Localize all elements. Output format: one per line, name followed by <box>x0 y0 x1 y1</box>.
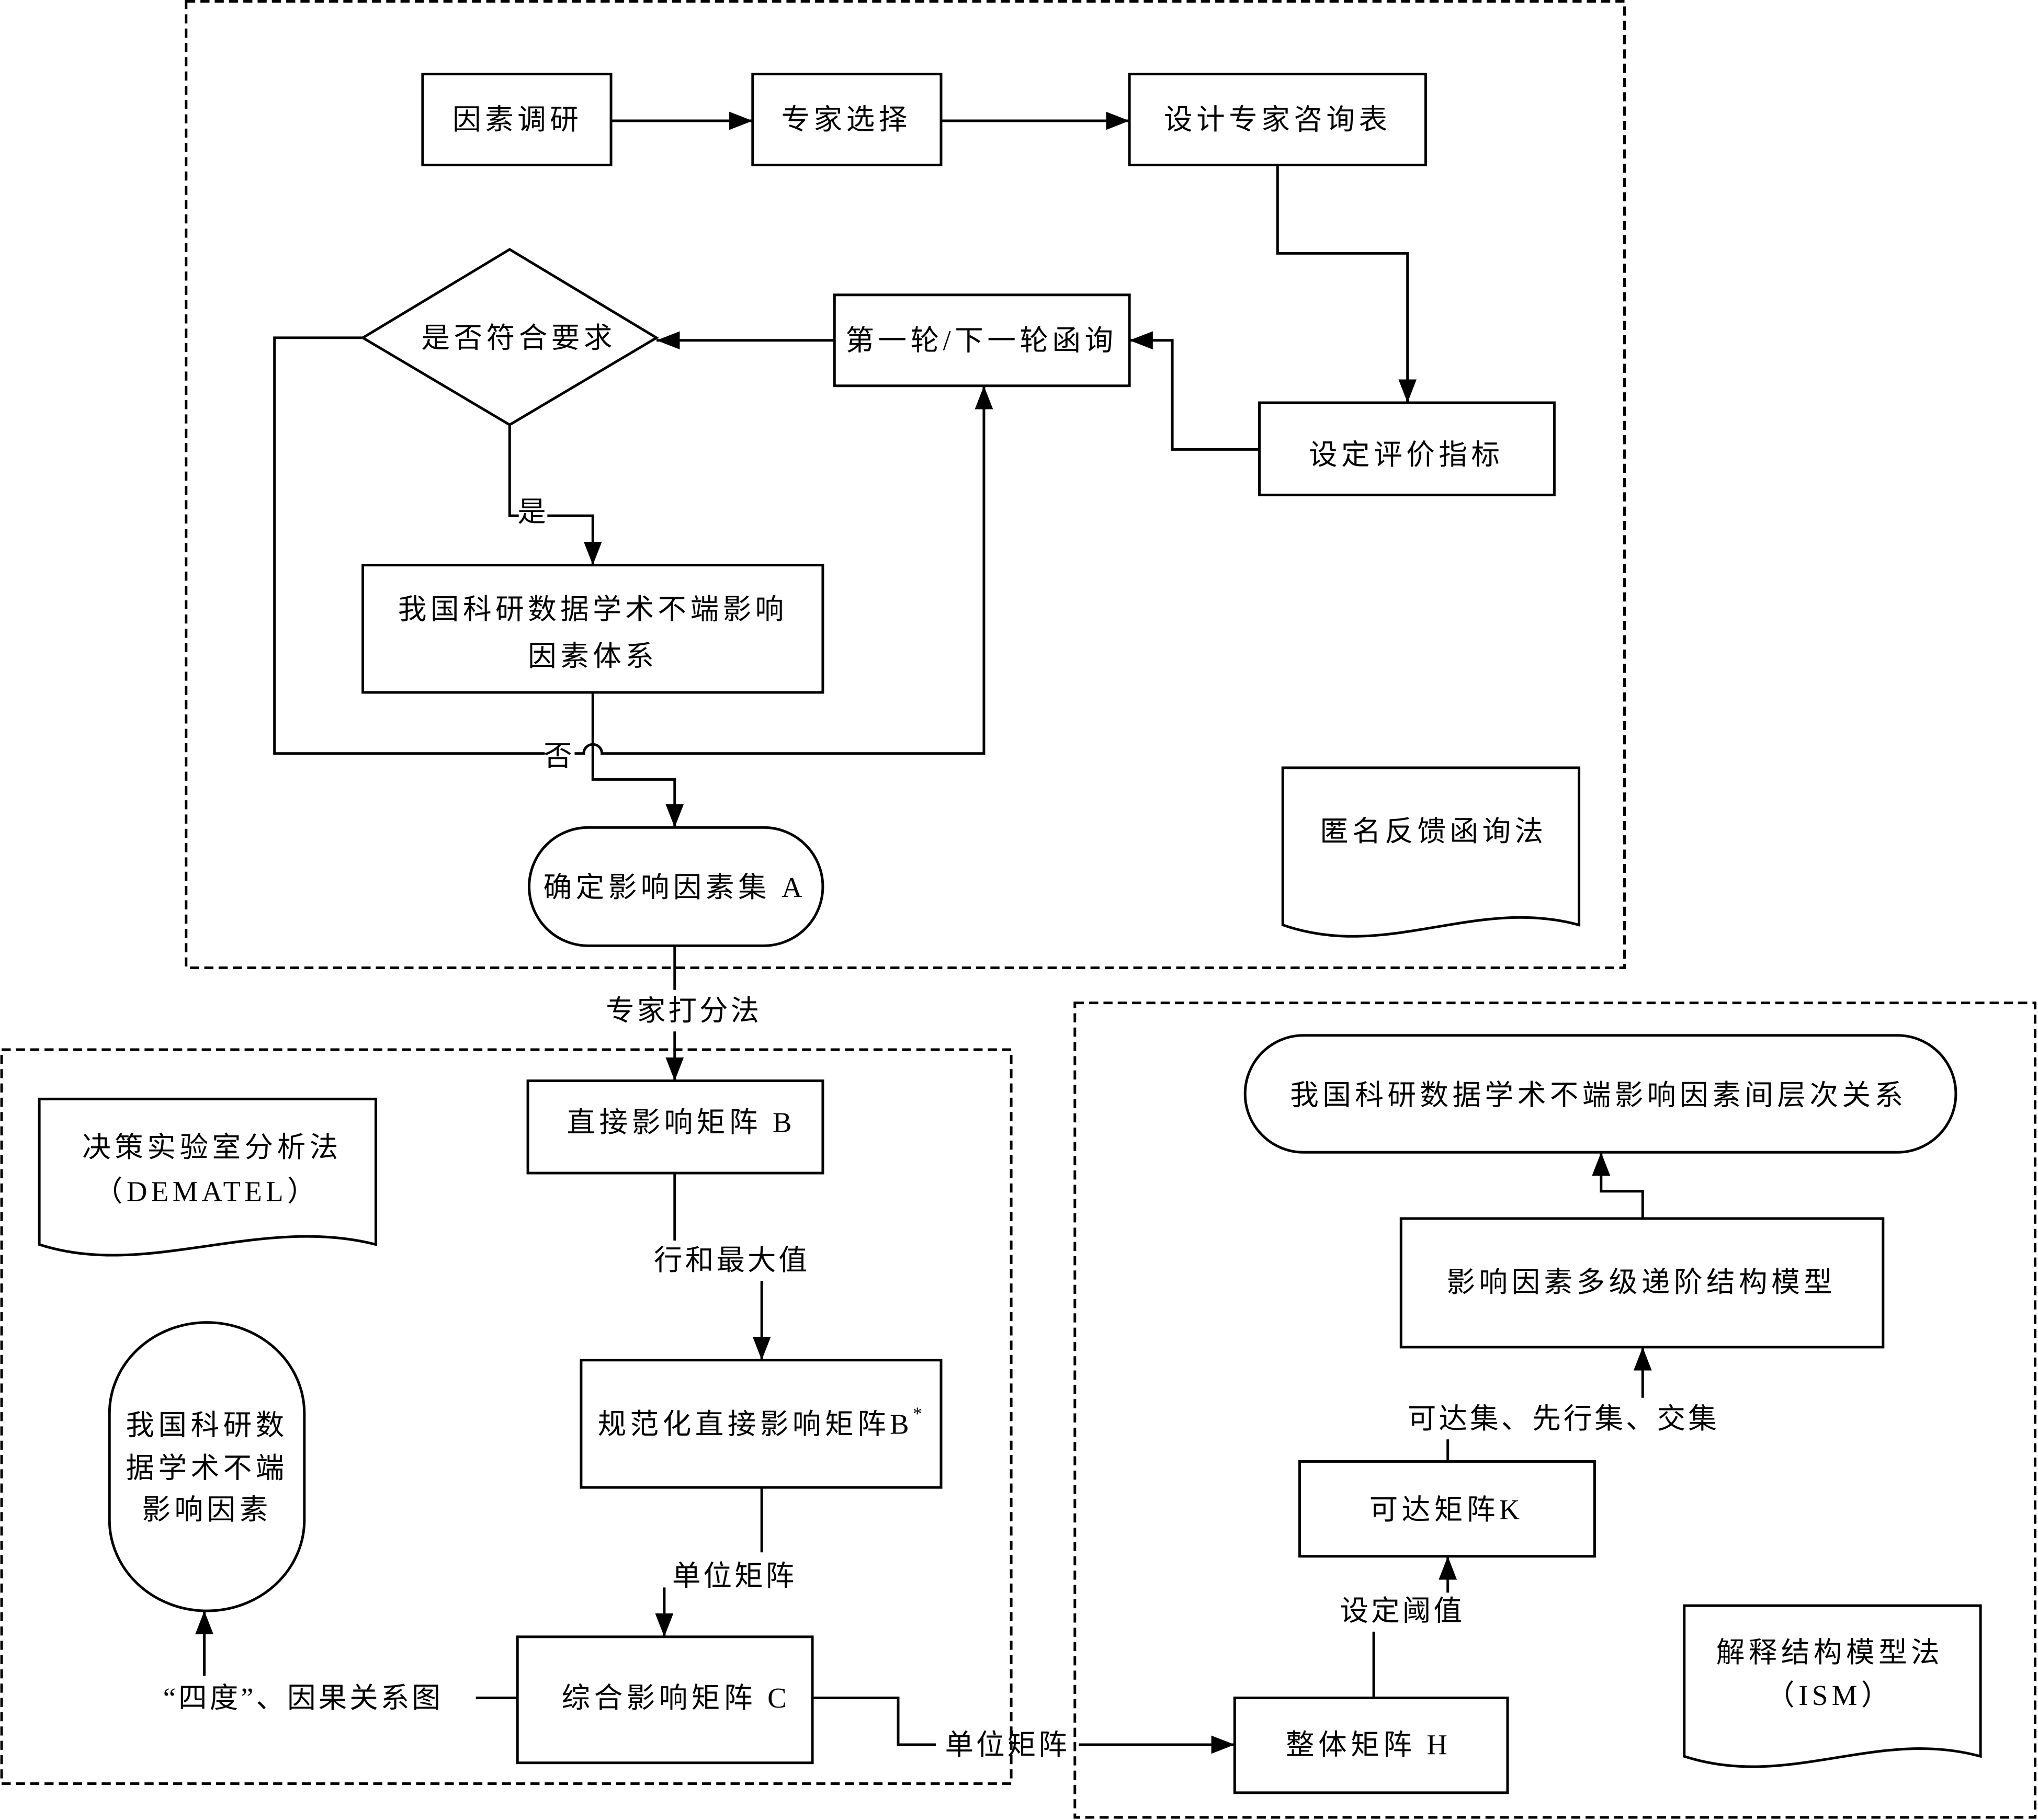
edge-indicators-to-inquiry <box>1129 331 1260 451</box>
matrix-k-label: 可达矩阵K <box>1369 1494 1524 1526</box>
factors-result-label-line1: 我国科研数 <box>126 1409 288 1441</box>
matrix-h-box <box>1233 1697 1509 1794</box>
delphi-document-shape <box>1281 766 1581 938</box>
edge-label-no: 否 <box>544 740 575 772</box>
edge-label-identity-matrix-1: 单位矩阵 <box>672 1560 797 1592</box>
matrix-c-label: 综合影响矩阵 C <box>562 1682 790 1714</box>
ism-document-shape <box>1683 1604 1982 1768</box>
factor-system-label-line2: 因素体系 <box>528 640 658 672</box>
edge-decision-yes-a <box>508 425 519 517</box>
matrix-c-box <box>516 1635 814 1765</box>
edge-decision-no-a <box>273 336 545 755</box>
delphi-section-frame <box>185 0 1626 970</box>
factors-result-label-line2: 据学术不端 <box>126 1452 288 1484</box>
hierarchy-relation-label: 我国科研数据学术不端影响因素间层次关系 <box>1290 1079 1907 1111</box>
edge-label-four-degrees: “四度”、因果关系图 <box>163 1682 443 1714</box>
edge-c-to-h-a <box>812 1697 936 1746</box>
ism-section-frame <box>1073 1002 2036 1819</box>
round-inquiry-label: 第一轮/下一轮函询 <box>845 324 1117 356</box>
edge-label-expert-scoring: 专家打分法 <box>606 995 762 1027</box>
dematel-section-frame <box>0 1048 1013 1785</box>
decision-label: 是否符合要求 <box>421 322 616 354</box>
set-indicators-label: 设定评价指标 <box>1309 439 1503 471</box>
dematel-section-label-line1: 决策实验室分析法 <box>82 1131 342 1163</box>
hierarchy-model-box <box>1399 1217 1885 1349</box>
dematel-section-label-line2: （DEMATEL） <box>94 1175 320 1207</box>
hierarchy-model-label: 影响因素多级递阶结构模型 <box>1446 1266 1836 1298</box>
edge-system-to-factor-set <box>591 692 684 828</box>
edge-decision-yes-b <box>547 514 602 565</box>
edge-label-identity-matrix-2: 单位矩阵 <box>945 1728 1069 1760</box>
design-form-label: 设计专家咨询表 <box>1164 104 1391 135</box>
edge-label-yes: 是 <box>517 496 549 528</box>
matrix-h-label: 整体矩阵 H <box>1286 1728 1451 1760</box>
edge-label-set-threshold: 设定阈值 <box>1340 1595 1465 1627</box>
delphi-section-label: 匿名反馈函询法 <box>1320 815 1547 847</box>
ism-section-label-line2: （ISM） <box>1766 1679 1894 1711</box>
matrix-b-norm-text: 规范化直接影响矩阵B <box>597 1408 913 1440</box>
ism-section-label-line1: 解释结构模型法 <box>1716 1636 1944 1668</box>
edge-form-to-indicators <box>1276 165 1417 403</box>
expert-selection-label: 专家选择 <box>781 104 911 135</box>
dematel-document-shape <box>38 1097 377 1257</box>
matrix-b-label: 直接影响矩阵 B <box>567 1107 795 1139</box>
set-indicators-box <box>1258 401 1556 496</box>
factor-system-box <box>361 564 824 694</box>
factors-result-label-line3: 影响因素 <box>142 1494 271 1526</box>
factor-system-label-line1: 我国科研数据学术不端影响 <box>398 593 788 625</box>
edge-model-to-relation <box>1592 1152 1644 1219</box>
factor-survey-label: 因素调研 <box>452 104 582 135</box>
edge-label-reachability-sets: 可达集、先行集、交集 <box>1408 1403 1719 1435</box>
factor-set-label: 确定影响因素集 A <box>543 871 806 903</box>
matrix-b-norm-superscript: * <box>913 1403 926 1424</box>
design-form-box <box>1128 73 1427 166</box>
matrix-b-norm-label: 规范化直接影响矩阵B* <box>597 1403 925 1440</box>
edge-label-row-sum-max: 行和最大值 <box>654 1244 810 1276</box>
